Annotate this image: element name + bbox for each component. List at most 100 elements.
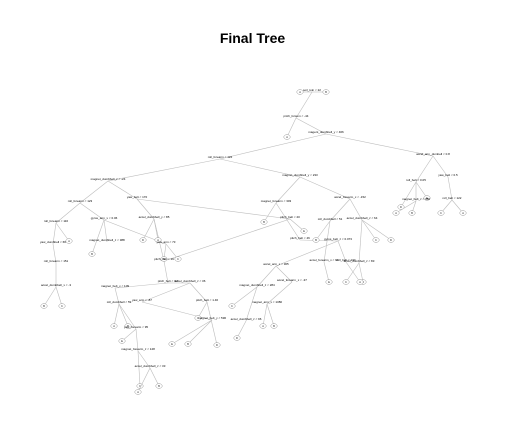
leaf-class-label: B xyxy=(163,258,165,261)
leaf-node: C xyxy=(372,237,380,243)
split-node-label: pitch_belt < 1.46 xyxy=(196,298,218,302)
leaf-node: B xyxy=(312,237,320,243)
leaf-class-label: D xyxy=(400,206,402,209)
leaf-class-label: D xyxy=(390,239,392,242)
leaf-node: B xyxy=(260,219,268,225)
split-node-label: pitch_belt < 19 xyxy=(154,257,174,261)
tree-edge xyxy=(163,218,291,262)
leaf-node: B xyxy=(184,341,192,347)
split-node-label: accel_arm_dumbell < 0.8 xyxy=(416,152,450,156)
tree-edge xyxy=(245,286,258,322)
leaf-edge xyxy=(142,218,155,241)
leaf-class-label: B xyxy=(273,325,275,328)
split-node-label: yaw_belt < 0.5 xyxy=(438,173,458,177)
leaf-node: A xyxy=(154,237,162,243)
leaf-edge xyxy=(55,286,63,307)
leaf-node: B xyxy=(270,323,278,329)
leaf-node: C xyxy=(174,256,182,262)
tree-edge xyxy=(219,133,327,160)
tree-edge xyxy=(219,158,301,178)
tree-edge xyxy=(299,176,351,200)
leaf-class-label: A xyxy=(299,91,301,94)
leaf-node: B xyxy=(40,303,48,309)
leaf-node: C xyxy=(228,303,236,309)
leaf-node: A xyxy=(392,210,400,216)
leaf-class-label: C xyxy=(440,212,442,215)
leaf-node: D xyxy=(397,204,405,210)
split-node-label: yaw_arm < -87 xyxy=(132,298,152,302)
leaf-node: D xyxy=(387,237,395,243)
leaf-class-label: A xyxy=(286,136,288,139)
split-node-label: roll_forearm < 151 xyxy=(44,259,69,263)
leaf-node: E xyxy=(300,228,308,234)
chart-title: Final Tree xyxy=(219,30,286,46)
leaf-class-label: A xyxy=(113,325,115,328)
leaf-class-label: D xyxy=(142,239,144,242)
leaf-edge xyxy=(323,261,330,283)
leaf-class-label: E xyxy=(121,340,123,343)
leaf-node: B xyxy=(88,251,96,257)
leaf-class-label: D xyxy=(236,337,238,340)
leaf-class-label: A xyxy=(262,325,264,328)
leaf-edge xyxy=(231,286,258,307)
tree-edge xyxy=(266,281,293,305)
leaf-edge xyxy=(149,367,160,387)
leaf-edge xyxy=(118,303,129,327)
leaf-edge xyxy=(137,367,151,393)
tree-edge xyxy=(323,220,331,263)
split-node-label: accel_dumbbell_z < 64 xyxy=(347,216,378,220)
leaf-node: E xyxy=(168,341,176,347)
split-node-label: magnet_forearm < 303 xyxy=(261,199,292,203)
tree-edge xyxy=(136,198,155,220)
leaf-class-label: C xyxy=(139,385,141,388)
leaf-class-label: A xyxy=(395,212,397,215)
split-node-label: yaw_dumbbell < 66 xyxy=(40,240,66,244)
split-node-label: accel_dumbbell_x < -3 xyxy=(41,283,71,287)
tree-edge xyxy=(114,287,120,305)
split-node-label: accel_dumbbell_z < 96 xyxy=(231,317,262,321)
tree-edge xyxy=(295,117,327,135)
split-node-label: pitch_forsum < -44 xyxy=(284,114,309,118)
split-node-label: magnet_dumbbell_y < 233 xyxy=(282,173,318,177)
tree-edge xyxy=(358,219,363,264)
leaf-class-label: B xyxy=(127,325,129,328)
leaf-class-label: A xyxy=(137,391,139,394)
split-node-label: magnet_forearm_z < 128 xyxy=(121,347,155,351)
leaf-class-label: B xyxy=(411,212,413,215)
split-node-label: magnet_dumbbell_z < 388 xyxy=(89,238,125,242)
leaf-node: A xyxy=(134,389,142,395)
leaf-class-label: A xyxy=(462,212,464,215)
tree-edge xyxy=(329,198,351,222)
split-node-label: roll_belt < 122 xyxy=(443,196,462,200)
split-node-label: roll_dumbbell < 51 xyxy=(318,217,343,221)
leaf-edge xyxy=(137,350,141,387)
tree-edge xyxy=(135,328,139,352)
leaf-edge xyxy=(55,222,70,242)
split-node-label: pitch_belt < 20 xyxy=(280,215,300,219)
split-node-label: magnet_dumbbell_z < -24 xyxy=(91,177,126,181)
tree-edge xyxy=(114,282,169,289)
tree-edge xyxy=(107,180,138,200)
leaf-class-label: B xyxy=(263,221,265,224)
tree-edge xyxy=(79,180,109,204)
tree-edge xyxy=(52,222,57,245)
split-node-label: roll_forearm < 116 xyxy=(44,219,69,223)
split-node-label: pitch_belt < 46 xyxy=(290,236,310,240)
leaf-class-label: C xyxy=(177,258,179,261)
tree-edge xyxy=(55,202,81,224)
tree-edge xyxy=(295,91,313,119)
leaf-node: C xyxy=(58,303,66,309)
leaf-node: B xyxy=(155,383,163,389)
tree-edge xyxy=(325,133,434,157)
split-node-label: gyros_belt_z < 0.073 xyxy=(324,237,352,241)
split-node-label: magent_dombbell_y < 466 xyxy=(308,130,344,134)
leaf-edge xyxy=(345,261,361,283)
leaf-edge xyxy=(395,200,417,214)
leaf-node: C xyxy=(437,210,445,216)
leaf-node: E xyxy=(325,279,333,285)
tree-edge xyxy=(163,260,169,284)
leaf-edge xyxy=(206,301,218,346)
tree-edge xyxy=(189,282,208,303)
leaf-node: A xyxy=(296,89,304,95)
